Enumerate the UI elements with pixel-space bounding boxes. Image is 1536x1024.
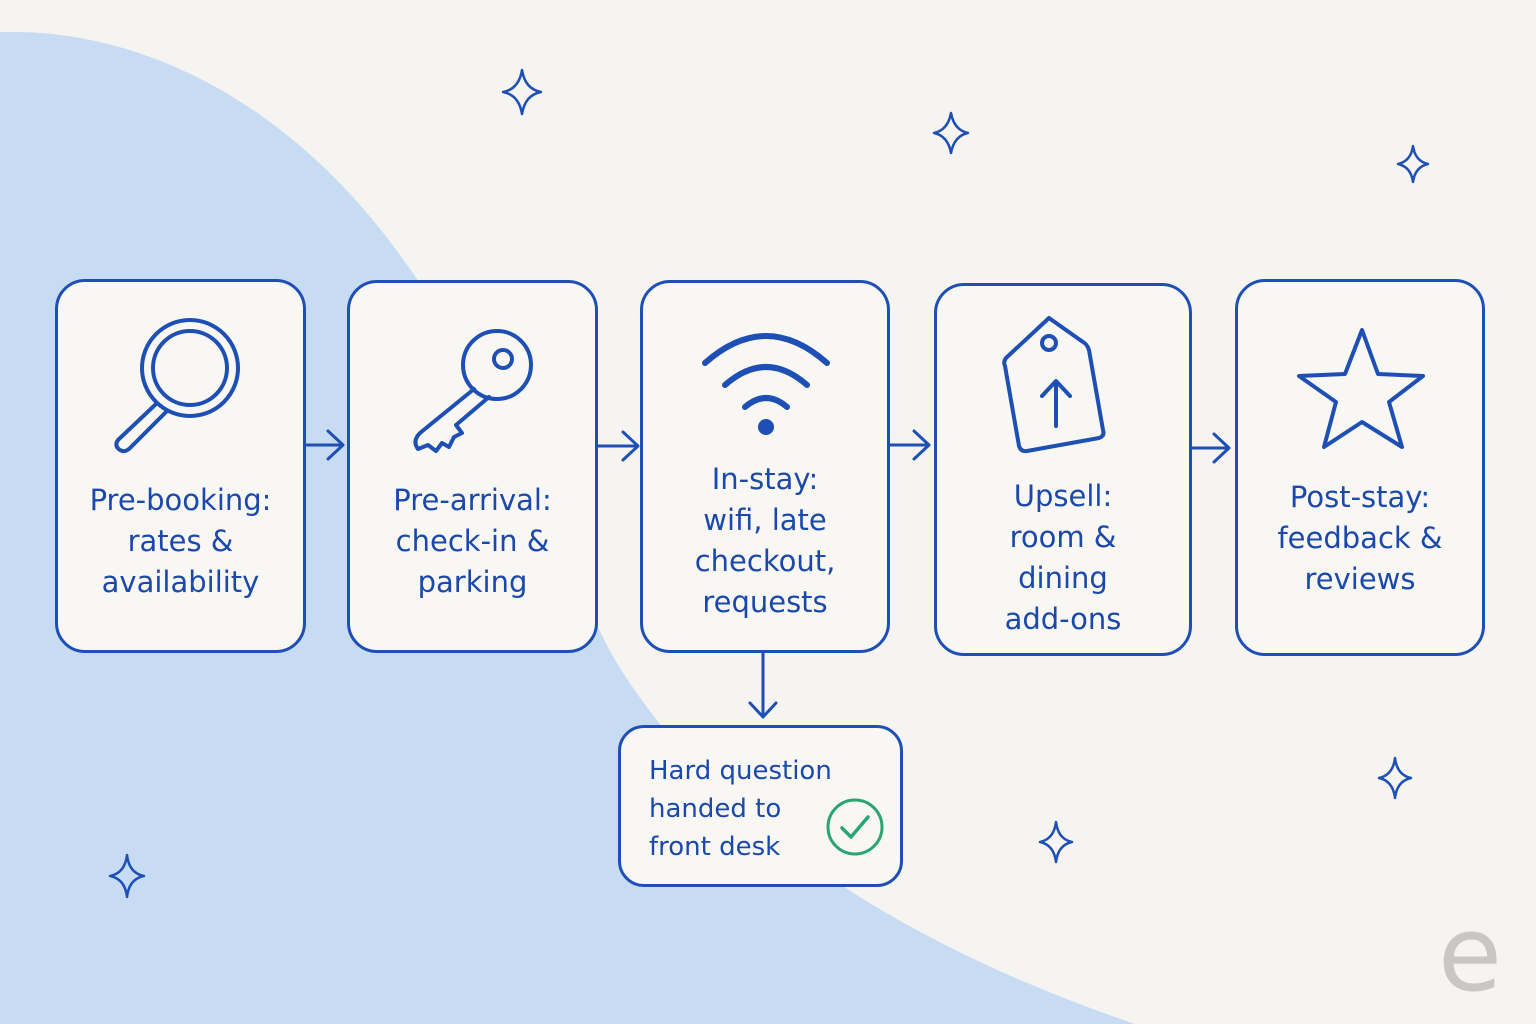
handoff-label: Hard question handed to front desk — [649, 756, 832, 862]
wifi-icon — [702, 333, 830, 435]
stage-label: Pre-arrival: check-in & parking — [393, 483, 552, 599]
sparkle-icon — [1377, 756, 1413, 800]
sparkle-icon — [932, 111, 970, 155]
price-tag-up-arrow-icon — [1002, 316, 1106, 454]
handoff-arrow — [748, 650, 778, 719]
handoff-box: Hard question handed to front desk — [618, 725, 903, 887]
sparkle-icon — [501, 68, 543, 116]
stage-label: Upsell: room & dining add-ons — [1004, 479, 1122, 636]
magnifying-glass-icon — [114, 318, 240, 454]
stage-box: Pre-booking: rates & availability — [55, 279, 306, 653]
sparkle-icon — [1038, 820, 1074, 864]
sparkle-icon — [1396, 144, 1430, 184]
key-icon — [413, 329, 533, 453]
stage-label: Post-stay: feedback & reviews — [1277, 480, 1443, 596]
stage-label: In-stay: wifi, late checkout, requests — [694, 462, 836, 619]
stage-box: Upsell: room & dining add-ons — [934, 283, 1192, 656]
sparkle-icon — [108, 853, 146, 899]
stage-box: Post-stay: feedback & reviews — [1235, 279, 1485, 656]
check-circle-icon — [826, 798, 884, 856]
logo-mark: e — [1438, 893, 1502, 1015]
stage-box: Pre-arrival: check-in & parking — [347, 280, 598, 653]
stage-box: In-stay: wifi, late checkout, requests — [640, 280, 890, 653]
stage-label: Pre-booking: rates & availability — [89, 483, 272, 599]
star-icon — [1297, 328, 1425, 449]
